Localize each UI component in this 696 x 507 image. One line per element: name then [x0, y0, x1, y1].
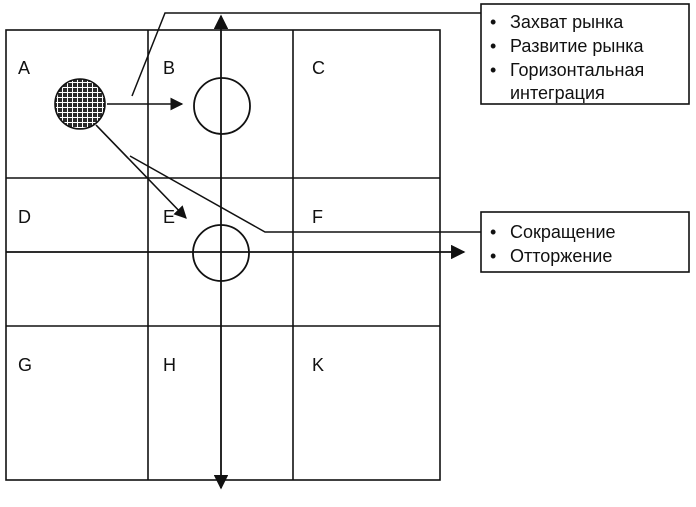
current-position-circle — [54, 78, 106, 130]
growth-box-frame — [480, 3, 690, 105]
target-circle-b — [193, 77, 251, 135]
cell-label-a: A — [18, 58, 30, 78]
cell-label-d: D — [18, 207, 31, 227]
cell-label-f: F — [312, 207, 323, 227]
reduction-bullet-2: • — [490, 246, 496, 266]
growth-item-horizontal: Горизонтальная — [510, 60, 644, 80]
growth-item-integration: интеграция — [510, 83, 605, 103]
reduction-strategies-box: • Сокращение • Отторжение — [480, 211, 690, 273]
growth-bullet-1: • — [490, 12, 496, 32]
growth-bullet-2: • — [490, 36, 496, 56]
target-circle-e — [192, 224, 250, 282]
cell-label-e: E — [163, 207, 175, 227]
growth-strategies-box: • Захват рынка • Развитие рынка • Горизо… — [480, 3, 690, 105]
cell-label-b: B — [163, 58, 175, 78]
growth-item-market-capture: Захват рынка — [510, 12, 624, 32]
reduction-bullet-1: • — [490, 222, 496, 242]
cell-label-k: K — [312, 355, 324, 375]
arrow-a-to-e — [95, 124, 187, 219]
reduction-item-divest: Отторжение — [510, 246, 612, 266]
reduction-item-cut: Сокращение — [510, 222, 616, 242]
connector-to-growth-box — [131, 12, 481, 97]
growth-item-market-development: Развитие рынка — [510, 36, 645, 56]
cell-label-h: H — [163, 355, 176, 375]
growth-bullet-3: • — [490, 60, 496, 80]
cell-label-g: G — [18, 355, 32, 375]
reduction-box-frame — [480, 211, 690, 273]
cell-label-c: C — [312, 58, 325, 78]
connector-to-reduction-box — [129, 155, 481, 233]
